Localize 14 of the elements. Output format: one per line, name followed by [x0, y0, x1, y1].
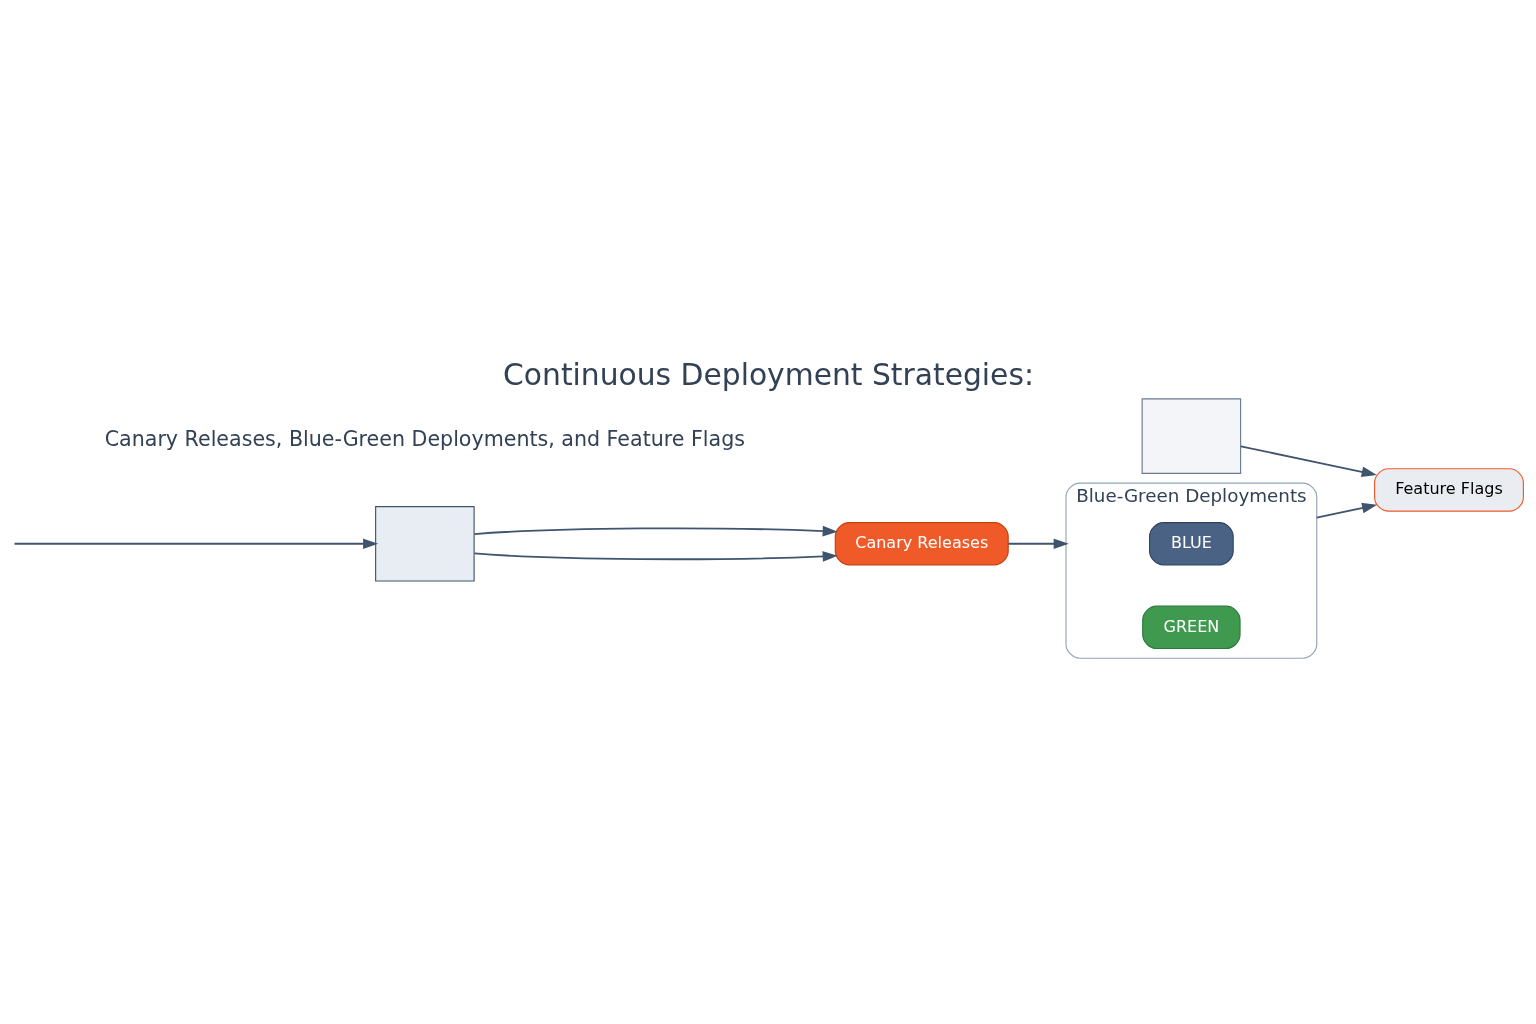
arrow [1315, 502, 1377, 519]
node-box [374, 506, 475, 582]
arrow [472, 525, 838, 537]
node-box: BLUE [1148, 522, 1234, 566]
arrow [472, 551, 838, 562]
node-box: GREEN [1141, 605, 1241, 650]
arrow [1006, 538, 1069, 550]
node-box: Canary Releases [834, 522, 1009, 566]
node-box [1141, 398, 1241, 474]
node-box: Feature Flags [1373, 468, 1524, 512]
arrow [13, 538, 378, 550]
diagram-title: Continuous Deployment Strategies: [502, 356, 1034, 392]
arrow [1239, 445, 1377, 478]
label: Canary Releases, Blue-Green Deployments, and Feature Flags [104, 426, 745, 451]
